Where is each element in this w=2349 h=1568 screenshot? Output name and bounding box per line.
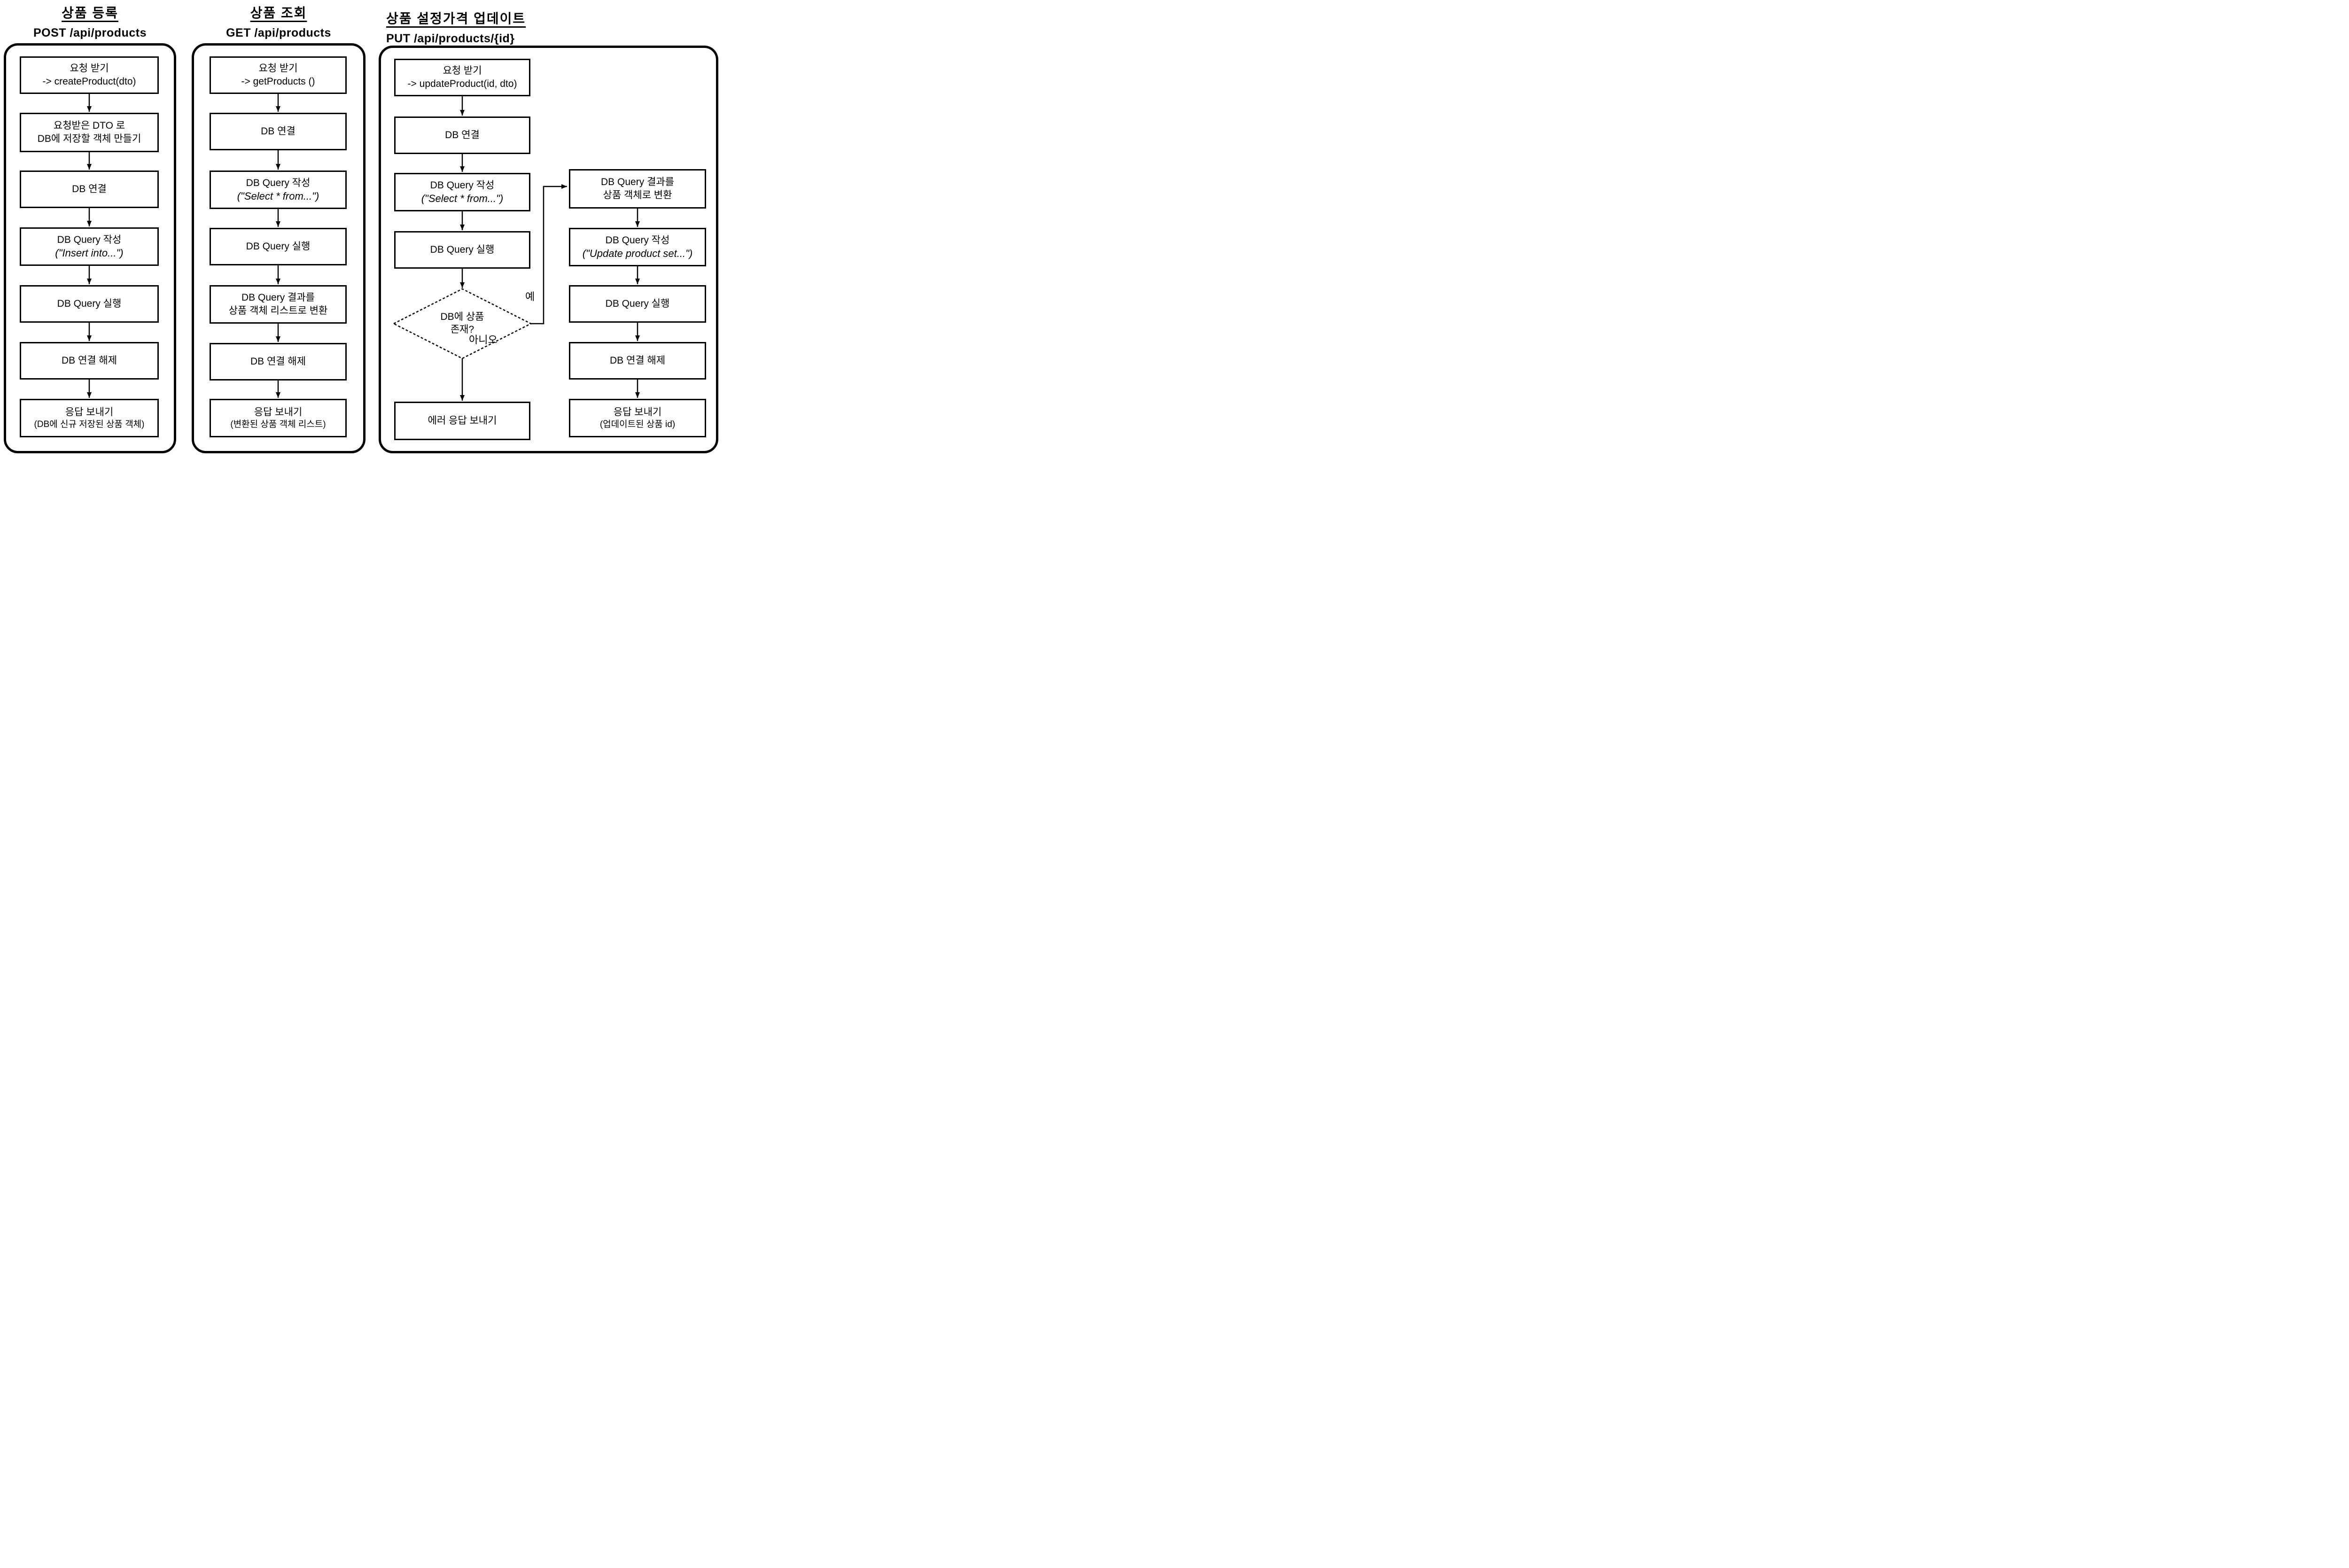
step-line: (DB에 신규 저장된 상품 객체)	[34, 419, 145, 430]
step-line: DB Query 실행	[57, 298, 122, 310]
step-line: 응답 보내기	[254, 406, 303, 418]
step-receive-request: 요청 받기 -> updateProduct(id, dto)	[394, 59, 530, 96]
step-line: DB Query 작성	[57, 234, 122, 245]
step-convert-result-to-list: DB Query 결과를 상품 객체 리스트로 변환	[210, 285, 347, 324]
flow-arrows-layer	[87, 94, 640, 401]
step-line: 에러 응답 보내기	[428, 415, 497, 427]
arrow-yes-branch	[531, 184, 567, 325]
step-line: 상품 객체 리스트로 변환	[228, 305, 328, 316]
step-write-query-select: DB Query 작성 ("Select * from...")	[210, 171, 347, 209]
decision-no-label: 아니오	[469, 334, 498, 346]
step-line: 요청 받기	[70, 63, 109, 74]
step-line-sql: ("Update product set...")	[582, 248, 693, 260]
step-line-sql: ("Insert into...")	[55, 247, 124, 259]
step-run-query: DB Query 실행	[210, 228, 347, 265]
decision-product-exists: DB에 상품 존재?	[415, 297, 509, 349]
step-line: (변환된 상품 객체 리스트)	[230, 419, 326, 430]
step-send-response: 응답 보내기 (변환된 상품 객체 리스트)	[210, 399, 347, 437]
read-flow-title: 상품 조회	[250, 6, 307, 20]
step-line: (업데이트된 상품 id)	[599, 419, 676, 430]
step-line: DB 연결 해제	[61, 355, 117, 366]
panel-create-flow	[4, 43, 176, 453]
flowchart-diagram: 상품 등록 POST /api/products 상품 조회 GET /api/…	[0, 0, 728, 457]
flow-title-update: 상품 설정가격 업데이트 PUT /api/products/{id}	[386, 8, 715, 46]
step-line: -> createProduct(dto)	[42, 76, 136, 87]
step-line: DB Query 결과를	[241, 292, 315, 303]
step-receive-request: 요청 받기 -> getProducts ()	[210, 56, 347, 94]
step-db-disconnect: DB 연결 해제	[210, 343, 347, 380]
step-build-object-from-dto: 요청받은 DTO 로 DB에 저장할 객체 만들기	[20, 113, 159, 152]
step-line: DB 연결	[261, 126, 296, 137]
step-line: 요청 받기	[443, 65, 482, 77]
create-flow-endpoint: POST /api/products	[33, 26, 147, 39]
flow-title-create: 상품 등록 POST /api/products	[4, 3, 176, 40]
step-line: DB Query 결과를	[601, 177, 674, 188]
step-line: DB Query 실행	[430, 244, 495, 256]
step-line: DB Query 작성	[246, 177, 311, 188]
step-line: -> updateProduct(id, dto)	[407, 78, 517, 89]
step-line: DB Query 작성	[605, 234, 670, 246]
step-run-query: DB Query 실행	[20, 285, 159, 323]
update-flow-title: 상품 설정가격 업데이트	[386, 11, 526, 26]
decision-diamond	[392, 288, 532, 359]
update-flow-endpoint: PUT /api/products/{id}	[386, 32, 515, 45]
create-flow-title: 상품 등록	[62, 6, 118, 20]
step-line-sql: ("Select * from...")	[237, 190, 319, 202]
step-line: DB Query 실행	[246, 241, 311, 252]
step-db-connect: DB 연결	[210, 113, 347, 150]
step-line: DB 연결	[445, 130, 480, 141]
decision-line: 존재?	[450, 324, 474, 335]
decision-line: DB에 상품	[440, 311, 484, 322]
step-line: 응답 보내기	[613, 406, 662, 418]
panel-update-flow	[379, 46, 718, 453]
step-send-response: 응답 보내기 (업데이트된 상품 id)	[569, 399, 706, 437]
step-line: DB 연결 해제	[250, 356, 306, 367]
step-db-connect: DB 연결	[394, 116, 530, 154]
step-line: 응답 보내기	[65, 406, 114, 418]
flow-arrows	[87, 94, 640, 401]
decision-yes-label: 예	[525, 291, 535, 303]
step-db-disconnect: DB 연결 해제	[20, 342, 159, 380]
step-line: DB Query 실행	[605, 298, 670, 310]
step-line: DB 연결	[72, 184, 107, 195]
step-send-response: 응답 보내기 (DB에 신규 저장된 상품 객체)	[20, 399, 159, 437]
step-line: 요청받은 DTO 로	[53, 120, 125, 132]
step-run-query: DB Query 실행	[394, 231, 530, 269]
step-convert-result-to-object: DB Query 결과를 상품 객체로 변환	[569, 169, 706, 209]
step-line: DB에 저장할 객체 만들기	[37, 133, 141, 144]
read-flow-endpoint: GET /api/products	[226, 26, 331, 39]
step-write-query-update: DB Query 작성 ("Update product set...")	[569, 228, 706, 266]
step-write-query-select: DB Query 작성 ("Select * from...")	[394, 173, 530, 211]
flow-title-read: 상품 조회 GET /api/products	[192, 3, 366, 40]
step-line: 요청 받기	[258, 63, 298, 74]
step-send-error-response: 에러 응답 보내기	[394, 402, 530, 440]
step-db-disconnect: DB 연결 해제	[569, 342, 706, 380]
step-write-query-insert: DB Query 작성 ("Insert into...")	[20, 227, 159, 266]
step-line-sql: ("Select * from...")	[421, 193, 504, 205]
step-line: -> getProducts ()	[241, 76, 315, 87]
step-line: 상품 객체로 변환	[603, 190, 672, 201]
step-line: DB Query 작성	[430, 179, 495, 191]
step-receive-request: 요청 받기 -> createProduct(dto)	[20, 56, 159, 94]
step-db-connect: DB 연결	[20, 171, 159, 208]
step-run-query: DB Query 실행	[569, 285, 706, 323]
panel-read-flow	[192, 43, 366, 453]
step-line: DB 연결 해제	[609, 355, 666, 366]
